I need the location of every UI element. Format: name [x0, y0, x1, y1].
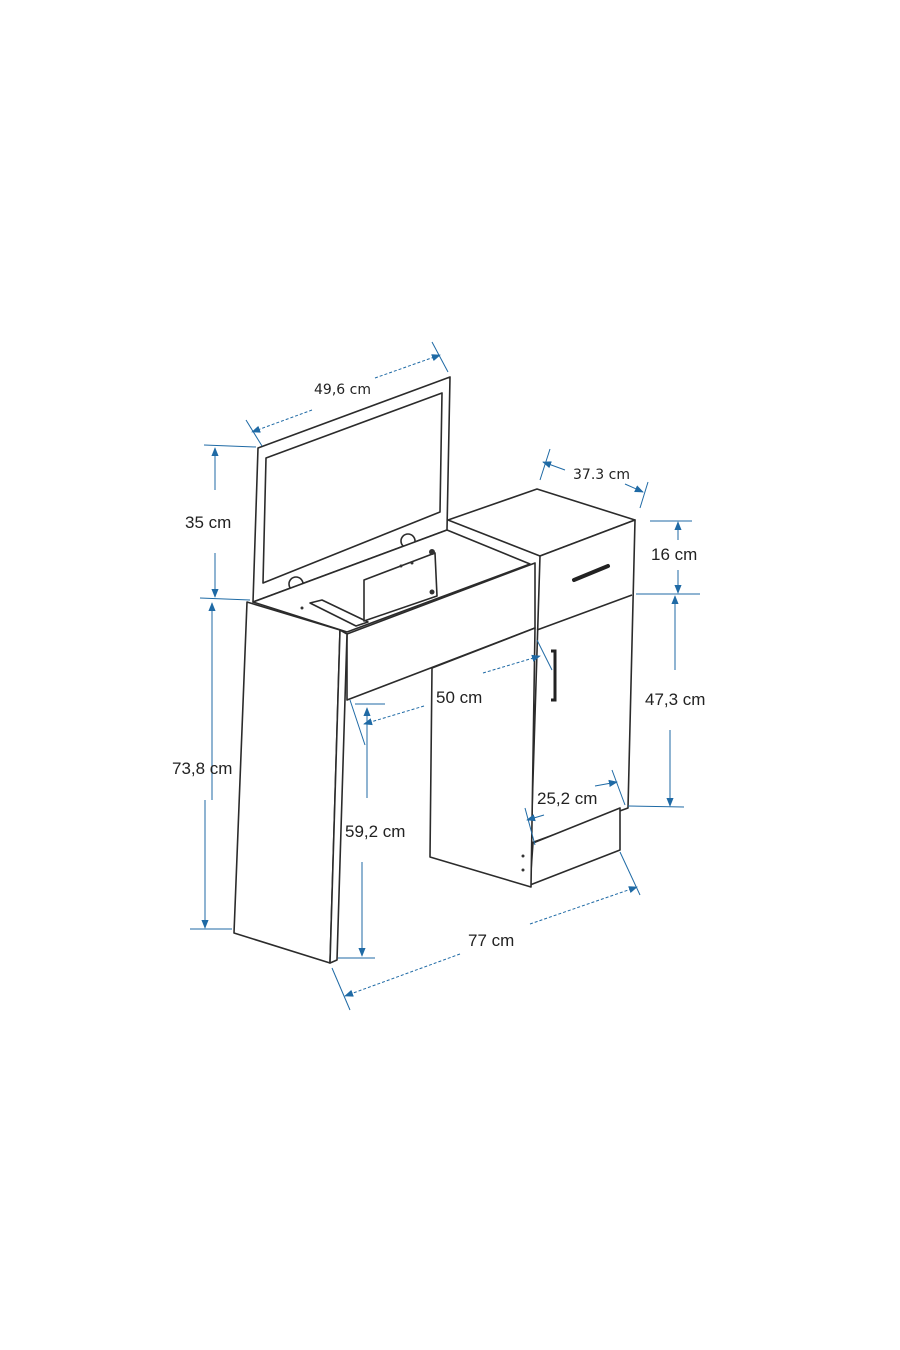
label-knee-height: 59,2 cm	[345, 822, 405, 841]
label-mirror-height: 35 cm	[185, 513, 231, 532]
label-cabinet-depth: 37.3 cm	[573, 467, 630, 483]
door-handle	[551, 649, 557, 702]
drawer-handle	[572, 564, 610, 582]
left-side-panel	[233, 601, 348, 964]
mirror-panel	[252, 376, 451, 603]
label-door-height: 47,3 cm	[645, 690, 705, 709]
label-desk-depth: 50 cm	[436, 688, 482, 707]
label-total-height: 73,8 cm	[172, 759, 232, 778]
desk-body	[346, 562, 536, 888]
side-cabinet	[447, 488, 636, 886]
label-mirror-width: 49,6 cm	[314, 382, 371, 398]
label-cabinet-width: 25,2 cm	[537, 789, 597, 808]
dimension-lines	[190, 341, 700, 1011]
label-drawer-height: 16 cm	[651, 545, 697, 564]
label-total-width: 77 cm	[468, 931, 514, 950]
